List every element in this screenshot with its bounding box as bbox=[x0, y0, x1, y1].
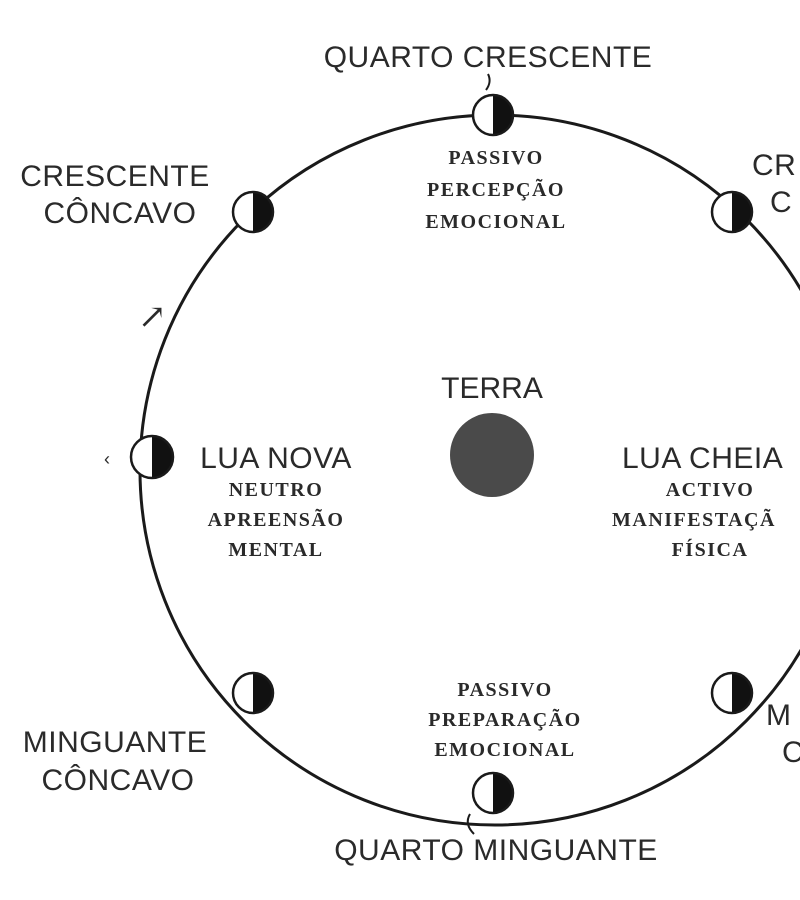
label-quarto-minguante: QUARTO MINGUANTE bbox=[334, 834, 658, 867]
label-minguante-concavo-2: CÔNCAVO bbox=[42, 763, 195, 797]
quality-quarto-crescente-1: PASSIVO bbox=[448, 147, 543, 169]
quality-quarto-minguante-3: EMOCIONAL bbox=[434, 739, 575, 761]
tick-mark-top bbox=[485, 73, 491, 91]
moon-outline bbox=[231, 190, 275, 234]
earth-disc bbox=[450, 413, 534, 497]
small-mark: ‹ bbox=[104, 449, 110, 469]
label-crescente-concavo-1: CRESCENTE bbox=[20, 160, 210, 193]
quality-lua-nova-3: MENTAL bbox=[228, 539, 323, 561]
moon-lua-nova bbox=[129, 434, 175, 480]
label-crescente-concavo-2: CÔNCAVO bbox=[44, 196, 197, 230]
moon-dark-half bbox=[253, 192, 273, 232]
quality-lua-nova-1: NEUTRO bbox=[229, 479, 324, 501]
label-quarto-crescente: QUARTO CRESCENTE bbox=[324, 41, 653, 74]
earth-label: TERRA bbox=[441, 372, 543, 405]
moon-outline bbox=[471, 93, 515, 137]
quality-quarto-minguante-1: PASSIVO bbox=[457, 679, 552, 701]
label-minguante-convexo-1: M bbox=[766, 699, 792, 732]
quality-quarto-crescente-3: EMOCIONAL bbox=[425, 211, 566, 233]
quality-lua-nova-2: APREENSÃO bbox=[208, 508, 345, 531]
quality-lua-cheia-1: ACTIVO bbox=[666, 479, 755, 501]
moon-dark-half bbox=[253, 673, 273, 713]
arrow-mark: ↗ bbox=[138, 299, 167, 336]
moon-outline bbox=[710, 190, 754, 234]
moon-dark-half bbox=[152, 436, 173, 478]
tick-mark-bottom bbox=[466, 813, 475, 835]
moon-dark-half bbox=[732, 192, 752, 232]
quality-quarto-minguante-2: PREPARAÇÃO bbox=[428, 708, 582, 731]
moon-outline bbox=[129, 434, 175, 480]
label-lua-cheia: LUA CHEIA bbox=[622, 442, 783, 475]
moon-crescente-convexo bbox=[710, 190, 754, 234]
moon-dark-half bbox=[732, 673, 752, 713]
quality-quarto-crescente-2: PERCEPÇÃO bbox=[427, 178, 565, 201]
label-minguante-convexo-2: C bbox=[782, 736, 800, 769]
label-crescente-convexo-1: CR bbox=[752, 149, 796, 182]
moon-quarto-minguante bbox=[471, 771, 515, 815]
moon-outline bbox=[471, 771, 515, 815]
moon-minguante-concavo bbox=[231, 671, 275, 715]
moon-dark-half bbox=[493, 95, 513, 135]
moon-outline bbox=[710, 671, 754, 715]
label-crescente-convexo-2: C bbox=[770, 186, 792, 219]
moon-dark-half bbox=[493, 773, 513, 813]
moon-minguante-convexo bbox=[710, 671, 754, 715]
label-lua-nova: LUA NOVA bbox=[200, 442, 352, 475]
label-minguante-concavo-1: MINGUANTE bbox=[23, 726, 208, 759]
quality-lua-cheia-3: FÍSICA bbox=[672, 538, 749, 561]
moon-outline bbox=[231, 671, 275, 715]
quality-lua-cheia-2: MANIFESTAÇÃ bbox=[612, 508, 776, 531]
moon-crescente-concavo bbox=[231, 190, 275, 234]
moon-quarto-crescente bbox=[471, 93, 515, 137]
